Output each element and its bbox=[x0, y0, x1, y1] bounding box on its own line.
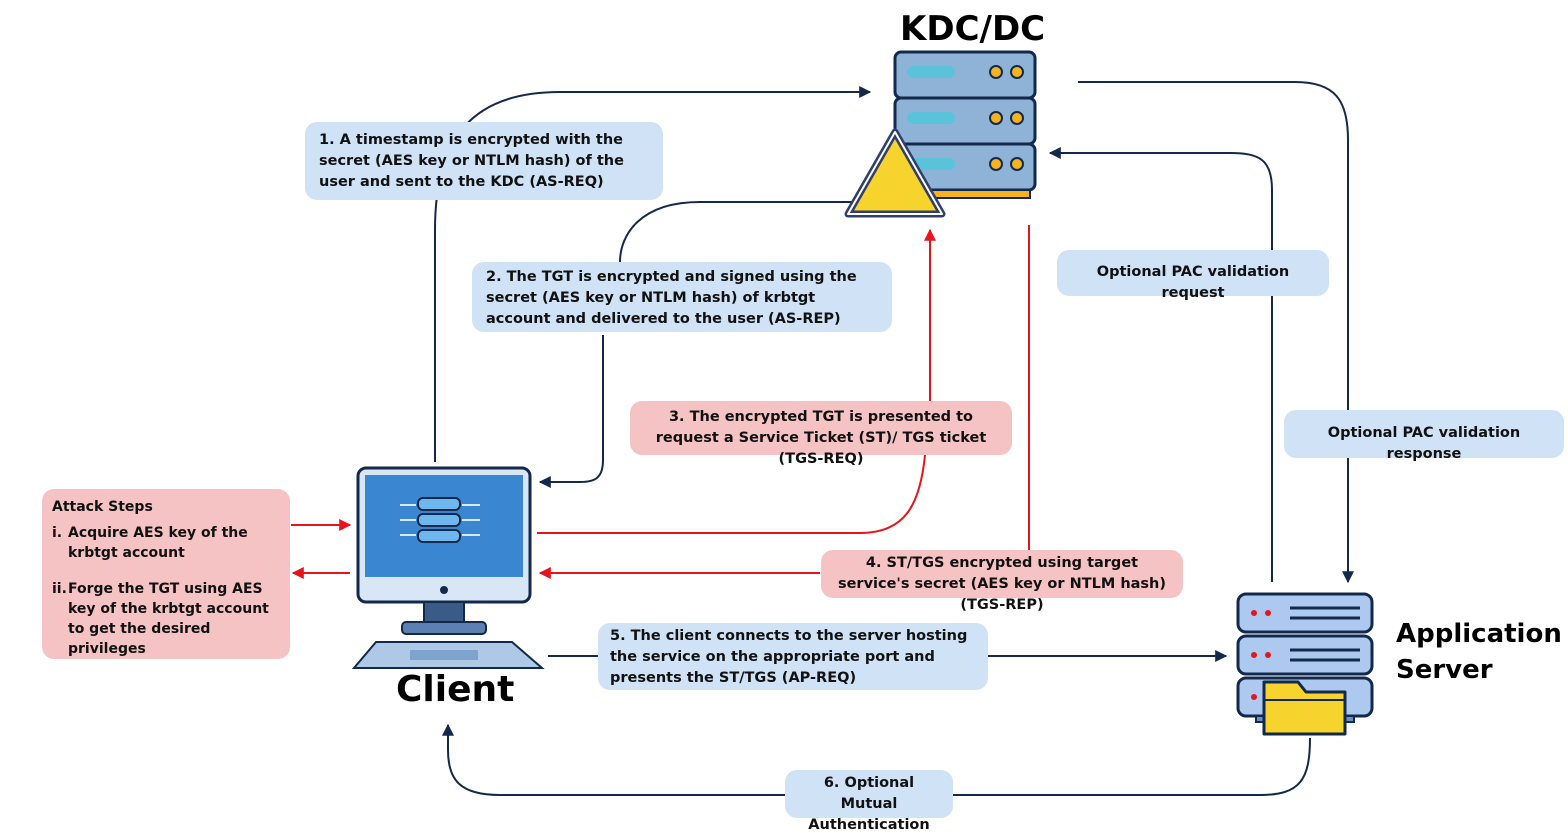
attack-steps-box: Attack Steps i. Acquire AES key of the k… bbox=[42, 489, 290, 659]
attack-step-number: i. bbox=[52, 525, 63, 541]
attack-step-item: i. Acquire AES key of the krbtgt account bbox=[52, 523, 280, 563]
attack-step-item: ii. Forge the TGT using AES key of the k… bbox=[52, 579, 280, 659]
arrow-step2-kdc-to-client bbox=[540, 201, 875, 482]
arrow-step3-client-to-kdc bbox=[537, 230, 930, 534]
kdc-title: KDC/DC bbox=[900, 9, 1046, 49]
arrow-pac-request bbox=[1048, 147, 1273, 582]
step4-tgs-rep-box: 4. ST/TGS encrypted using target service… bbox=[821, 550, 1183, 613]
step3-tgs-req-box: 3. The encrypted TGT is presented to req… bbox=[630, 401, 1012, 467]
step6-mutual-auth-box: 6. Optional Mutual Authentication bbox=[785, 770, 953, 833]
arrow-pac-response bbox=[1078, 81, 1354, 584]
arrow-step4-kdc-to-client bbox=[540, 225, 1030, 573]
attack-step-number: ii. bbox=[52, 581, 67, 597]
pac-response-box: Optional PAC validation response bbox=[1284, 410, 1564, 462]
application-server-title: Application Server bbox=[1396, 619, 1562, 685]
attack-steps-heading: Attack Steps bbox=[52, 499, 153, 515]
step2-as-rep-box: 2. The TGT is encrypted and signed using… bbox=[472, 262, 892, 332]
step5-ap-req-box: 5. The client connects to the server hos… bbox=[598, 623, 988, 690]
folder-icon bbox=[1262, 680, 1347, 736]
step1-as-req-box: 1. A timestamp is encrypted with the sec… bbox=[305, 122, 663, 200]
pac-request-box: Optional PAC validation request bbox=[1057, 250, 1329, 301]
kdc-server-icon bbox=[893, 50, 1037, 199]
attack-step-text: Acquire AES key of the krbtgt account bbox=[68, 525, 248, 561]
attack-steps-list: i. Acquire AES key of the krbtgt account… bbox=[52, 523, 280, 659]
attack-step-text: Forge the TGT using AES key of the krbtg… bbox=[68, 581, 269, 657]
client-title: Client bbox=[396, 669, 515, 710]
client-computer-icon bbox=[351, 466, 545, 669]
warning-icon bbox=[844, 128, 946, 218]
